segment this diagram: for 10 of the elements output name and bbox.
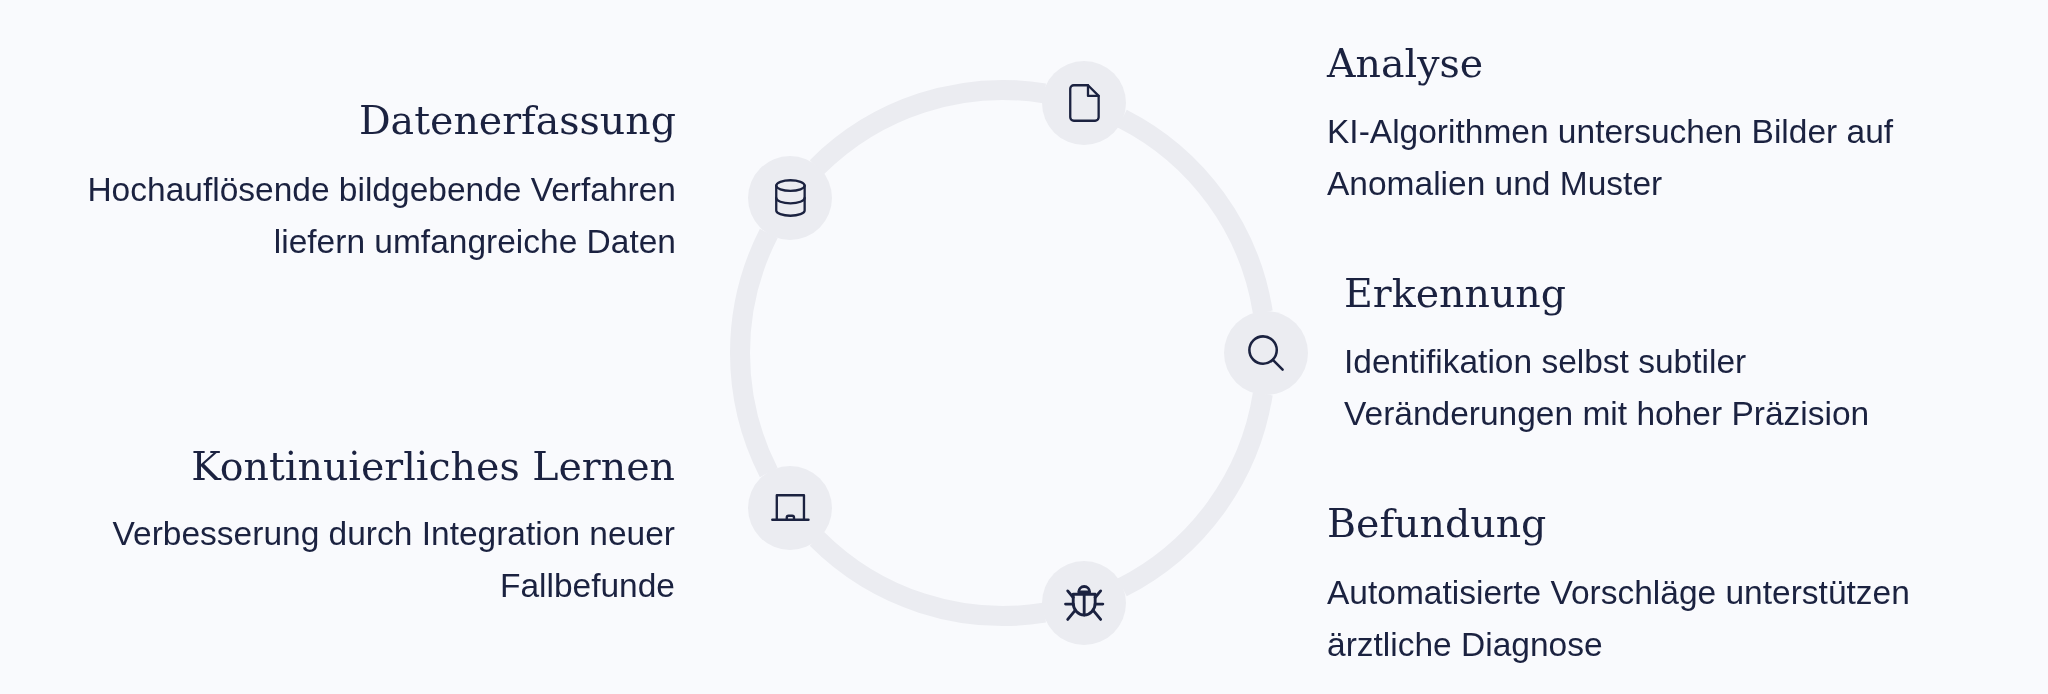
step-description: Identifikation selbst subtiler Veränderungen mit hoher Präzision xyxy=(1344,342,1871,434)
step-description: Verbesserung durch Integration neuer Fallbefunde xyxy=(111,514,675,606)
step-title: Datenerfassung xyxy=(358,97,676,145)
step-title: Kontinuierliches Lernen xyxy=(191,443,675,491)
step-description: Hochauflösende bildgebende Verfahren liefern umfangreiche Daten xyxy=(86,170,676,262)
step-title: Erkennung xyxy=(1344,270,1567,318)
step-description: KI-Algorithmen untersuchen Bilder auf Anomalien und Muster xyxy=(1327,112,1895,204)
step-description: Automatisierte Vorschläge unterstützen ärztliche Diagnose xyxy=(1327,573,1911,665)
step-title: Analyse xyxy=(1327,40,1484,88)
step-title: Befundung xyxy=(1327,500,1547,548)
